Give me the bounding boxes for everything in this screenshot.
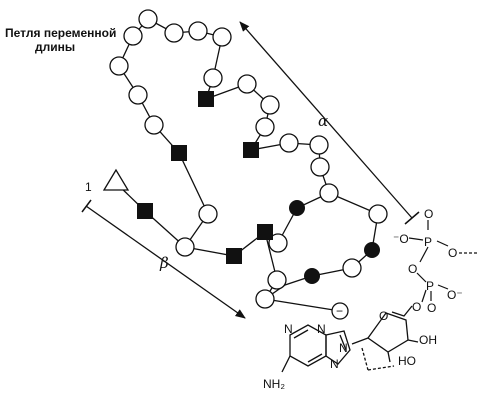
beta-arrow (85, 205, 246, 319)
residue-open (310, 157, 330, 177)
residue-filled (364, 242, 380, 258)
residue-open (260, 95, 280, 115)
phosphate-o-minus-left: ⁻O (393, 232, 409, 246)
residue-filled (304, 268, 320, 284)
alpha-arrow-cap (404, 211, 420, 225)
beta-label: β (159, 254, 169, 272)
residue-open (144, 115, 164, 135)
phosphate-o2-right: O⁻ (447, 288, 463, 302)
phosphate-group (408, 220, 478, 303)
residue-open (188, 21, 208, 41)
residue-open (309, 135, 329, 155)
residue-square (243, 142, 259, 158)
residue-open (255, 289, 275, 309)
residue-open (342, 258, 362, 278)
filled-residues (289, 200, 380, 284)
residue-open (319, 183, 339, 203)
ribose-oh: OH (419, 333, 437, 347)
residue-square (257, 224, 273, 240)
ribose-ho: HO (398, 354, 416, 368)
charge-circle (331, 302, 349, 320)
residue-open (237, 74, 257, 94)
alpha-label: α (318, 112, 328, 130)
residue-open (109, 56, 129, 76)
residue-open (164, 23, 184, 43)
residue-square (171, 145, 187, 161)
residue-filled (289, 200, 305, 216)
residue-square (137, 203, 153, 219)
open-residues (109, 9, 388, 309)
adenine-n3: N (317, 322, 326, 336)
residue-open (123, 26, 143, 46)
residue-open (279, 133, 299, 153)
residue-square (226, 248, 242, 264)
residue-open (128, 85, 148, 105)
phosphate-ester-o: O (412, 300, 421, 314)
phosphate-bridge-o: O (408, 262, 417, 276)
residue-open (212, 27, 232, 47)
ribose-ring (351, 305, 419, 371)
square-residues (137, 91, 273, 264)
adenine-n7: N (330, 357, 339, 371)
residue-open (175, 237, 195, 257)
ribose-ring-o: O (379, 309, 388, 323)
residue-open (255, 117, 275, 137)
beta-arrow-cap (81, 199, 92, 213)
residue-open (138, 9, 158, 29)
residue-open (268, 233, 288, 253)
phosphate-o1-top: O (424, 207, 433, 221)
start-number: 1 (85, 180, 92, 194)
peptide-chain-backbone (115, 18, 379, 312)
adenine-amine: NH₂ (263, 377, 285, 391)
adenine-n9: N (339, 341, 348, 355)
alpha-arrow (239, 21, 413, 219)
residue-square (198, 91, 214, 107)
n-terminus-triangle (102, 168, 130, 191)
phosphate-o2-bottom: O (427, 301, 436, 315)
phosphate-o1-right: O (448, 246, 457, 260)
phosphate-p2: P (426, 279, 434, 293)
residue-open (198, 204, 218, 224)
loop-label-line1: Петля переменной (5, 26, 116, 40)
residue-open (203, 68, 223, 88)
phosphate-p1: P (424, 235, 432, 249)
residue-open (368, 204, 388, 224)
charge-sign: − (336, 304, 343, 318)
adenine-n1: N (284, 322, 293, 336)
loop-label-line2: длины (35, 40, 75, 54)
adenine-base (281, 324, 351, 373)
residue-open (267, 270, 287, 290)
